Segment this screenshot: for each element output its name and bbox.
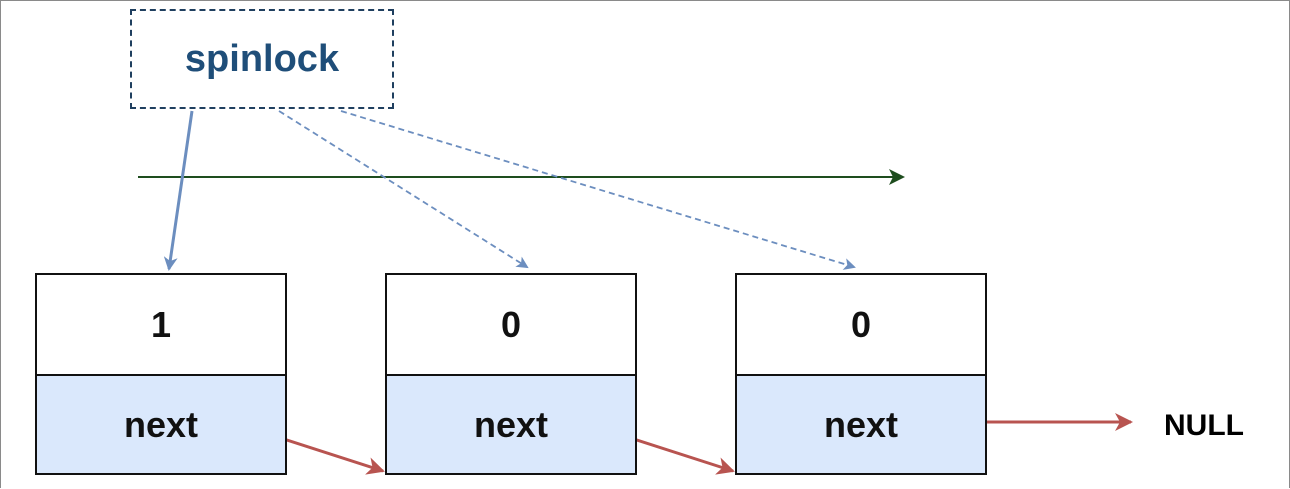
- list-node-3: 0 next: [735, 273, 987, 475]
- spinlock-label: spinlock: [184, 37, 340, 80]
- node-value: 1: [37, 275, 285, 376]
- lock-pointer-dashed-2: [278, 110, 529, 269]
- node-value: 0: [737, 275, 985, 376]
- null-terminal-label: NULL: [1164, 409, 1244, 442]
- list-node-2: 0 next: [385, 273, 637, 475]
- node-value: 0: [387, 275, 635, 376]
- node-next-field: next: [37, 376, 285, 473]
- lock-pointer-active: [163, 110, 194, 271]
- node-next-field: next: [737, 376, 985, 473]
- spinlock-box: spinlock: [130, 9, 394, 109]
- lock-pointer-dashed-3: [340, 110, 856, 270]
- list-node-1: 1 next: [35, 273, 287, 475]
- node-next-field: next: [387, 376, 635, 473]
